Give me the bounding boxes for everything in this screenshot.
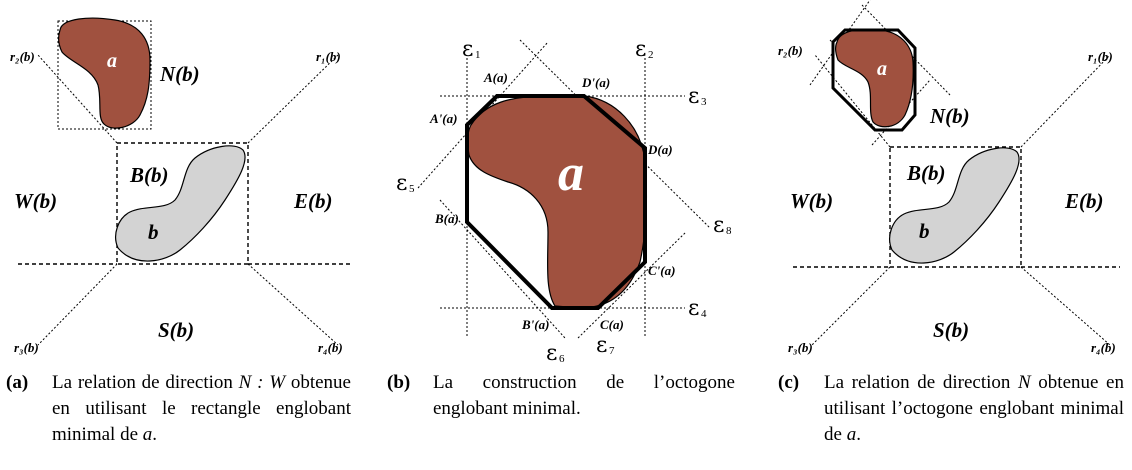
label-r2: r₂(b) — [10, 49, 35, 64]
svg-text:ε: ε — [396, 171, 407, 196]
ray-r4 — [247, 263, 339, 346]
svg-text:7: 7 — [609, 345, 615, 357]
svg-text:ε: ε — [635, 37, 646, 62]
panel-c: a b B(b) r₂(b) r₁(b) r₃(b) r₄(b) N(b) W(… — [778, 0, 1120, 355]
line-e6 — [439, 199, 566, 339]
octagon-ext-4 — [871, 79, 931, 146]
box-b-c — [889, 146, 1022, 268]
label-r4-c: r₄(b) — [1091, 340, 1116, 355]
region-b-c — [889, 147, 1020, 264]
label-B-point: B(a) — [434, 211, 459, 226]
region-a-small — [835, 28, 914, 128]
label-r3-c: r₃(b) — [788, 340, 813, 355]
svg-text:ε: ε — [462, 37, 473, 62]
label-r3: r₃(b) — [14, 340, 39, 355]
svg-text:ε: ε — [546, 341, 557, 366]
caption-a-text: La relation de direction N : W obtenue e… — [52, 372, 351, 445]
caption-c-tag: (c) — [778, 372, 800, 393]
label-S: S(b) — [158, 318, 194, 342]
minimal-octagon — [465, 94, 647, 310]
label-Ap: A'(a) — [429, 111, 457, 126]
ray-r1-c — [1020, 54, 1111, 148]
label-B: B(b) — [129, 163, 169, 187]
region-b — [115, 145, 246, 262]
label-a-large: a — [558, 145, 584, 202]
caption-a-tag: (a) — [6, 372, 29, 393]
line-e7 — [577, 231, 687, 339]
svg-text:5: 5 — [409, 183, 415, 195]
label-r1: r₁(b) — [316, 49, 341, 64]
ray-r3 — [37, 263, 118, 346]
caption-c: (c) La relation de direction N obtenue e… — [778, 370, 1124, 448]
svg-text:1: 1 — [475, 49, 481, 61]
svg-text:ε: ε — [688, 296, 699, 321]
box-b — [116, 142, 249, 265]
caption-b: (b) La construction de l’octogone englob… — [387, 370, 735, 422]
label-Bp: B'(a) — [521, 317, 549, 332]
label-B-c: B(b) — [906, 161, 946, 185]
label-Dp: D'(a) — [581, 75, 610, 90]
label-r1-c: r₁(b) — [1088, 49, 1113, 64]
caption-b-text: La construction de l’octogone englobant … — [433, 372, 735, 419]
label-W-c: W(b) — [790, 189, 833, 213]
region-a — [58, 17, 151, 129]
mbr-of-a — [57, 20, 152, 130]
svg-text:6: 6 — [559, 353, 565, 365]
label-r4: r₄(b) — [318, 340, 343, 355]
label-E: E(b) — [293, 189, 333, 213]
octagon-of-a — [831, 28, 917, 132]
svg-text:2: 2 — [648, 49, 654, 61]
label-N: N(b) — [159, 62, 200, 86]
svg-text:4: 4 — [701, 308, 707, 320]
label-r2-c: r₂(b) — [778, 43, 803, 58]
label-b-c: b — [919, 219, 930, 243]
caption-c-text: La relation de direction N obtenue en ut… — [824, 372, 1124, 445]
label-D: D(a) — [647, 142, 673, 157]
panel-b: a A(a) D'(a) A'(a) D(a) B(a) C'(a) B'(a)… — [396, 37, 732, 366]
label-E-c: E(b) — [1064, 189, 1104, 213]
label-W: W(b) — [14, 189, 57, 213]
caption-b-tag: (b) — [387, 372, 411, 393]
svg-text:8: 8 — [726, 225, 732, 237]
label-N-c: N(b) — [929, 104, 970, 128]
svg-text:ε: ε — [688, 84, 699, 109]
label-a: a — [107, 50, 117, 72]
svg-text:3: 3 — [701, 96, 707, 108]
label-a-c: a — [877, 58, 887, 80]
label-b: b — [148, 220, 159, 244]
octagon-ext-2 — [861, 4, 951, 96]
ray-r1 — [247, 54, 339, 144]
panel-a: a b B(b) r₂(b) r₁(b) r₃(b) r₄(b) N(b) W(… — [10, 17, 350, 355]
label-Cp: C'(a) — [648, 263, 675, 278]
label-A: A(a) — [483, 70, 508, 85]
label-S-c: S(b) — [933, 318, 969, 342]
ray-r3-c — [811, 266, 891, 346]
svg-text:ε: ε — [596, 333, 607, 358]
label-C: C(a) — [600, 317, 624, 332]
caption-a: (a) La relation de direction N : W obten… — [6, 370, 351, 448]
ray-r4-c — [1020, 266, 1111, 346]
svg-text:ε: ε — [713, 213, 724, 238]
